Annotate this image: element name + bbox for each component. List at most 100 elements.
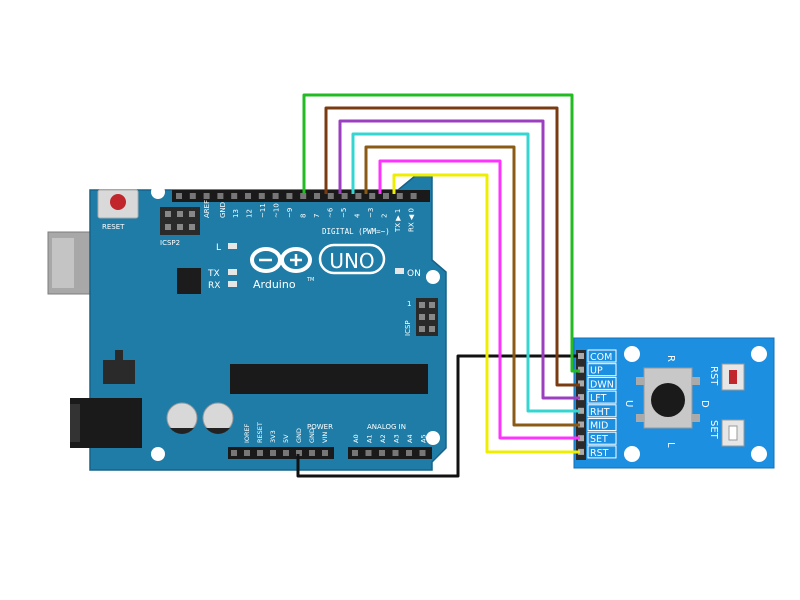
module-pin-header bbox=[576, 350, 586, 460]
led-l-label: L bbox=[216, 243, 221, 253]
power-pin-label: VIN bbox=[321, 432, 329, 443]
header-pin bbox=[379, 450, 385, 456]
module-mounting-hole bbox=[751, 346, 767, 362]
header-pin bbox=[296, 450, 302, 456]
led-tx-label: TX bbox=[207, 269, 220, 279]
mounting-hole bbox=[426, 270, 440, 284]
set-label: SET bbox=[708, 420, 719, 440]
header-pin bbox=[286, 193, 293, 199]
analog-header bbox=[348, 447, 432, 459]
uno-badge bbox=[318, 243, 386, 275]
header-pin bbox=[369, 193, 376, 199]
digital-pin-label: ~3 bbox=[367, 208, 375, 218]
wires bbox=[296, 93, 580, 478]
mounting-hole bbox=[426, 431, 440, 445]
power-jack-edge bbox=[70, 404, 80, 442]
header-pin bbox=[272, 193, 279, 199]
analog-pin-label: A3 bbox=[393, 434, 401, 443]
wire-dwn bbox=[324, 106, 580, 387]
header-pin bbox=[300, 193, 307, 199]
module-pin bbox=[578, 407, 584, 414]
module-pin bbox=[578, 448, 584, 455]
icsp-header bbox=[416, 298, 438, 336]
wire-up bbox=[302, 93, 580, 373]
capacitor bbox=[166, 402, 198, 434]
module-pin-box bbox=[587, 418, 617, 431]
digital-pin-label: ~6 bbox=[327, 207, 335, 218]
power-pin-label: 5V bbox=[282, 434, 290, 443]
power-pin-label: 3V3 bbox=[269, 430, 277, 443]
wire-com bbox=[296, 354, 578, 478]
digital-pin-label: 2 bbox=[381, 214, 389, 218]
wire-rst bbox=[392, 173, 580, 454]
icsp2-header bbox=[160, 207, 200, 235]
header-pin bbox=[189, 193, 196, 199]
led-rx-label: RX bbox=[208, 281, 220, 291]
module-pin-label-lft: LFT bbox=[590, 393, 607, 404]
module-pin-label-rht: RHT bbox=[590, 407, 610, 418]
header-pin bbox=[410, 193, 417, 199]
joystick-knob[interactable] bbox=[651, 383, 685, 417]
uno-text: UNO bbox=[329, 249, 374, 273]
capacitor bbox=[202, 402, 234, 434]
power-header bbox=[228, 447, 334, 459]
usb-chip bbox=[177, 268, 201, 294]
set-button-cap[interactable] bbox=[728, 425, 738, 441]
board-pcb bbox=[89, 175, 447, 471]
reset-label: RESET bbox=[102, 223, 125, 231]
header-pin bbox=[352, 450, 358, 456]
header-pin bbox=[245, 193, 251, 199]
led-tx bbox=[228, 269, 237, 275]
digital-pin-label: RX ◀ 0 bbox=[408, 208, 416, 232]
module-pin bbox=[578, 435, 584, 442]
module-pin-box bbox=[587, 376, 617, 390]
dir-u-label: U bbox=[623, 400, 634, 407]
module-pin bbox=[578, 353, 584, 359]
module-pin-label-up: UP bbox=[590, 366, 603, 377]
digital-pin-label: ~11 bbox=[259, 203, 267, 218]
analog-pin-label: A4 bbox=[406, 434, 414, 443]
trademark-text: TM bbox=[306, 277, 314, 283]
power-pin-label: GND bbox=[308, 428, 316, 443]
digital-pin-label: 13 bbox=[232, 209, 240, 218]
reset-button-cap[interactable] bbox=[110, 194, 126, 210]
analog-pin-label: A5 bbox=[420, 434, 428, 443]
digital-pin-label: TX ▶ 1 bbox=[394, 209, 402, 233]
header-pin bbox=[270, 450, 276, 456]
voltage-regulator-tab bbox=[115, 350, 123, 360]
arduino-logo: UNO Arduino TM bbox=[250, 243, 386, 291]
icsp2-label: ICSP2 bbox=[160, 239, 180, 247]
dir-r-label: R bbox=[665, 355, 676, 362]
digital-pin-label: ~5 bbox=[340, 208, 348, 218]
power-label: POWER bbox=[307, 423, 333, 431]
power-jack bbox=[70, 398, 142, 448]
header-pin bbox=[231, 193, 238, 199]
module-pin-box bbox=[587, 445, 617, 459]
digital-pin-label: 4 bbox=[354, 213, 362, 218]
on-label: ON bbox=[407, 269, 421, 279]
header-pin bbox=[176, 193, 182, 199]
power-pin-label: GND bbox=[295, 428, 303, 443]
wire-lft bbox=[338, 119, 580, 400]
header-pin bbox=[231, 450, 237, 456]
module-pin bbox=[578, 366, 584, 373]
icsp-pin1-label: 1 bbox=[407, 300, 411, 308]
led-rx bbox=[228, 281, 237, 287]
header-pin bbox=[341, 193, 348, 199]
header-pin bbox=[419, 450, 426, 456]
module-pin-box bbox=[587, 390, 617, 404]
dir-l-label: L bbox=[665, 442, 676, 448]
gnd-label: GND bbox=[219, 202, 227, 218]
wire-set bbox=[378, 159, 580, 440]
header-pin bbox=[365, 450, 372, 456]
module-pin bbox=[578, 394, 584, 401]
rst-button-cap[interactable] bbox=[729, 370, 737, 384]
module-pin bbox=[578, 421, 584, 428]
digital-pin-label: 8 bbox=[300, 214, 308, 218]
header-pin bbox=[258, 193, 265, 199]
